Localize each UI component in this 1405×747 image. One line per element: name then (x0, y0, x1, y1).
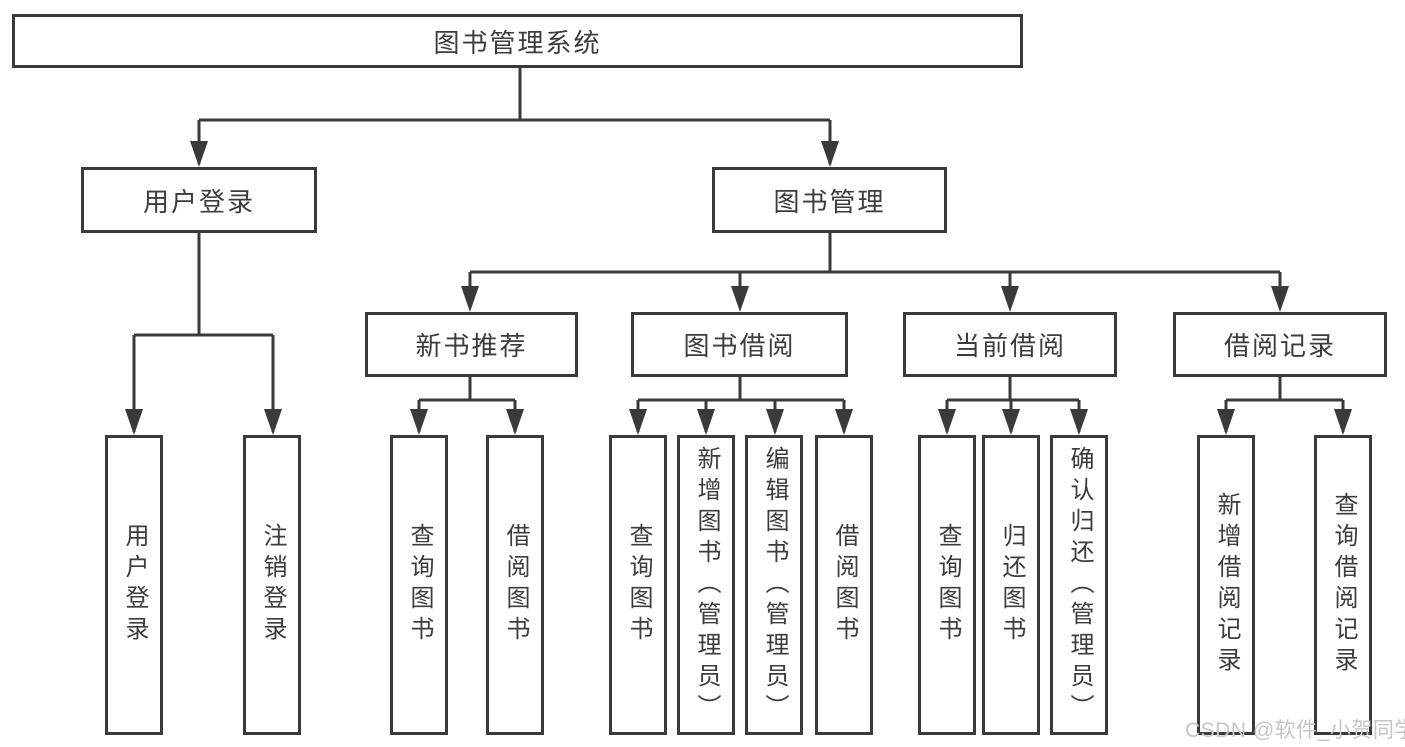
node-book-borrow: 图书借阅 (631, 312, 848, 377)
leaf-add-borrow-record: 新增借阅记录 (1197, 435, 1255, 735)
leaf-borrow-book-recommend: 借阅图书 (486, 435, 544, 735)
leaf-logout: 注销登录 (243, 435, 301, 735)
node-label: 新书推荐 (415, 331, 528, 361)
node-label: 新增图书（管理员） (693, 445, 720, 725)
node-label: 确认归还（管理员） (1066, 445, 1093, 725)
node-label: 图书借阅 (683, 331, 796, 361)
leaf-borrow-book: 借阅图书 (815, 435, 873, 735)
leaf-confirm-return-admin: 确认归还（管理员） (1050, 435, 1108, 735)
node-label: 查询图书 (406, 523, 433, 647)
leaf-edit-book-admin: 编辑图书（管理员） (745, 435, 803, 735)
node-current-borrow: 当前借阅 (903, 312, 1117, 377)
node-label: 归还图书 (998, 523, 1025, 647)
node-label: 当前借阅 (953, 331, 1066, 361)
leaf-query-book-current: 查询图书 (918, 435, 976, 735)
node-label: 查询图书 (625, 523, 652, 647)
node-label: 借阅记录 (1223, 331, 1336, 361)
node-label: 图书管理 (773, 186, 886, 217)
leaf-add-book-admin: 新增图书（管理员） (677, 435, 735, 735)
arrowhead-icons (125, 141, 1352, 435)
node-label: 注销登录 (259, 523, 286, 647)
node-label: 图书管理系统 (433, 27, 602, 58)
leaf-query-book-recommend: 查询图书 (390, 435, 448, 735)
leaf-user-login: 用户登录 (105, 435, 163, 735)
leaf-query-borrow-record: 查询借阅记录 (1314, 435, 1372, 735)
node-label: 用户登录 (121, 523, 148, 647)
node-label: 查询借阅记录 (1330, 492, 1357, 678)
csdn-watermark: CSDN @软件_小贺同学 (1185, 719, 1405, 742)
node-label: 借阅图书 (502, 523, 529, 647)
node-root-library-system: 图书管理系统 (12, 14, 1023, 68)
leaf-return-book: 归还图书 (982, 435, 1040, 735)
node-label: 查询图书 (934, 523, 961, 647)
node-label: 用户登录 (142, 186, 255, 217)
node-book-management: 图书管理 (712, 167, 947, 233)
node-user-login: 用户登录 (81, 167, 317, 233)
node-label: 借阅图书 (831, 523, 858, 647)
node-label: 新增借阅记录 (1213, 492, 1240, 678)
node-label: 编辑图书（管理员） (761, 445, 788, 725)
node-new-book-recommend: 新书推荐 (365, 312, 578, 377)
leaf-query-book-borrow: 查询图书 (609, 435, 667, 735)
node-borrow-records: 借阅记录 (1173, 312, 1387, 377)
